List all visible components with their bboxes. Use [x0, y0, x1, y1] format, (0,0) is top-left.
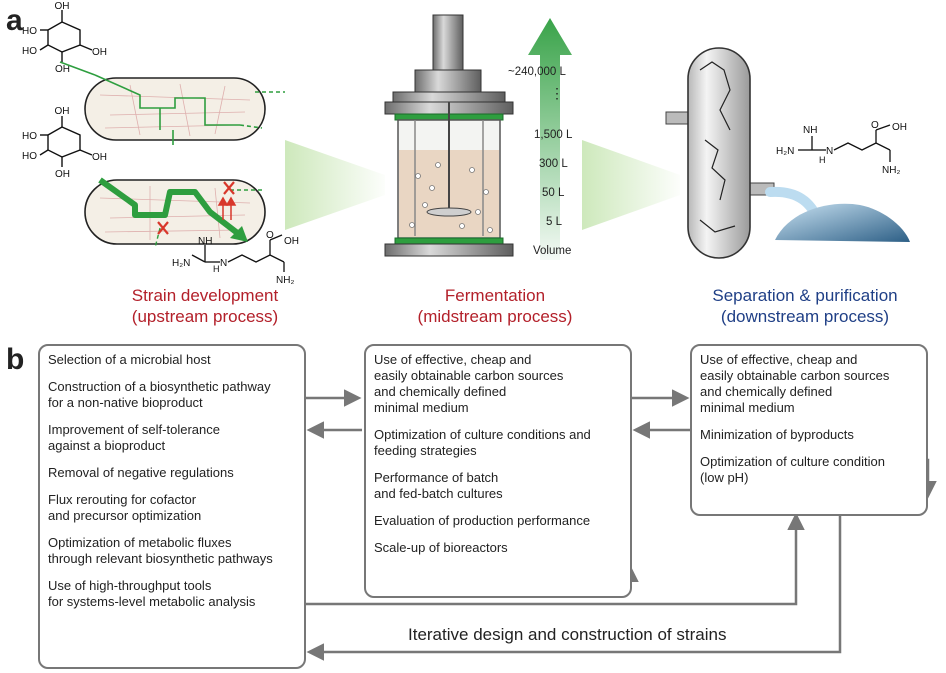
- arginine-molecule-left: [191, 234, 285, 272]
- downstream-item: Minimization of byproducts: [700, 427, 854, 442]
- glucose-molecule-2: [39, 116, 93, 167]
- arrow-downstream-iterative-return: [306, 514, 842, 661]
- purified-powder: [775, 203, 910, 242]
- upstream-item: Flux rerouting for cofactor and precurso…: [48, 492, 202, 523]
- arginine-left-h: H: [213, 264, 220, 274]
- bioreactor: [384, 14, 514, 257]
- cell-1-pathway: [59, 61, 285, 145]
- engineered-pathway-arrowhead: [230, 226, 248, 242]
- knockout-cross-1: [223, 181, 235, 195]
- midstream-item: Scale-up of bioreactors: [374, 540, 508, 555]
- arginine-right-nh2: NH₂: [882, 165, 900, 176]
- stage-strain-line2: (upstream process): [131, 307, 279, 326]
- stage-title-strain: Strain development (upstream process): [70, 285, 340, 327]
- volume-label-1500: 1,500 L: [534, 129, 573, 141]
- engineered-pathway-arrow: [98, 177, 242, 238]
- stage-strain-line1: Strain development: [131, 286, 279, 305]
- arginine-left-h2n: H₂N: [172, 258, 190, 269]
- volume-label-240000: ~240,000 L: [508, 66, 566, 78]
- arginine-right-n: N: [826, 146, 833, 157]
- glucose-2-oh-right: OH: [92, 152, 107, 163]
- glucose-2-oh-top: OH: [55, 106, 70, 117]
- arginine-molecule-right: [798, 124, 891, 162]
- upstream-item: Improvement of self-tolerance against a …: [48, 422, 220, 453]
- glucose-2-ho-bottom: HO: [22, 151, 37, 162]
- glucose-molecule-1: [39, 10, 93, 62]
- upstream-item: Selection of a microbial host: [48, 352, 211, 367]
- process-illustration: OH HO HO OH OH OH HO HO OH OH: [22, 1, 910, 286]
- arginine-right-o: O: [871, 120, 879, 131]
- upstream-item: Construction of a biosynthetic pathway f…: [48, 379, 271, 410]
- stage-separation-line2: (downstream process): [720, 307, 890, 326]
- arrow-upstream-to-downstream: [306, 512, 805, 606]
- downstream-item: Optimization of culture condition (low p…: [700, 454, 885, 485]
- glucose-1-oh-right: OH: [92, 47, 107, 58]
- volume-label-300: 300 L: [539, 158, 568, 170]
- arginine-right-h: H: [819, 155, 826, 165]
- volume-axis-label: Volume: [533, 245, 572, 257]
- scale-up-arrow: [528, 18, 572, 260]
- stage-separation-line1: Separation & purification: [712, 286, 898, 305]
- arginine-right-oh: OH: [892, 122, 907, 133]
- stage-fermentation-line2: (midstream process): [417, 307, 573, 326]
- upstream-box: Selection of a microbial host Constructi…: [38, 344, 306, 669]
- arginine-right-nh: NH: [803, 125, 817, 136]
- panel-letter-a: a: [6, 4, 23, 37]
- glucose-1-ho-left: HO: [22, 26, 37, 37]
- arginine-left-n: N: [220, 258, 227, 269]
- stage-title-separation: Separation & purification (downstream pr…: [680, 285, 930, 327]
- iterative-design-label: Iterative design and construction of str…: [408, 625, 727, 644]
- downstream-box: Use of effective, cheap and easily obtai…: [690, 344, 928, 516]
- midstream-item: Evaluation of production performance: [374, 513, 591, 528]
- downstream-item: Use of effective, cheap and easily obtai…: [700, 352, 890, 415]
- volume-label-50: 50 L: [542, 187, 565, 199]
- stage-title-fermentation: Fermentation (midstream process): [360, 285, 630, 327]
- knockout-cross-2: [157, 221, 169, 235]
- glucose-2-ho-left: HO: [22, 131, 37, 142]
- upstream-item: Use of high-throughput tools for systems…: [48, 578, 256, 609]
- upstream-item: Removal of negative regulations: [48, 465, 234, 480]
- arginine-right-h2n: H₂N: [776, 146, 794, 157]
- glucose-2-oh-bottom: OH: [55, 169, 70, 180]
- volume-label-5: 5 L: [546, 216, 562, 228]
- flow-funnel-1: [285, 140, 385, 230]
- midstream-item: Optimization of culture conditions and f…: [374, 427, 591, 458]
- stage-fermentation-line1: Fermentation: [444, 286, 546, 305]
- flow-funnel-2: [582, 140, 680, 230]
- upstream-item: Optimization of metabolic fluxes through…: [48, 535, 273, 566]
- glucose-1-oh-top: OH: [55, 1, 70, 12]
- arginine-left-nh: NH: [198, 236, 212, 247]
- arginine-left-o: O: [266, 230, 274, 241]
- volume-ellipsis: ⋮: [550, 85, 564, 101]
- arginine-left-oh: OH: [284, 236, 299, 247]
- midstream-item: Use of effective, cheap and easily obtai…: [374, 352, 564, 415]
- microbial-cell-1: [84, 77, 266, 141]
- midstream-item: Performance of batch and fed-batch cultu…: [374, 470, 503, 501]
- arginine-left-nh2: NH₂: [276, 275, 294, 286]
- midstream-box: Use of effective, cheap and easily obtai…: [364, 344, 632, 598]
- glucose-1-ho-bottom: HO: [22, 46, 37, 57]
- microbial-cell-2: [84, 179, 266, 245]
- glucose-1-oh-bottom: OH: [55, 64, 70, 75]
- separation-column: [665, 47, 775, 259]
- panel-letter-b: b: [6, 343, 25, 376]
- upregulation-arrows: [217, 196, 237, 220]
